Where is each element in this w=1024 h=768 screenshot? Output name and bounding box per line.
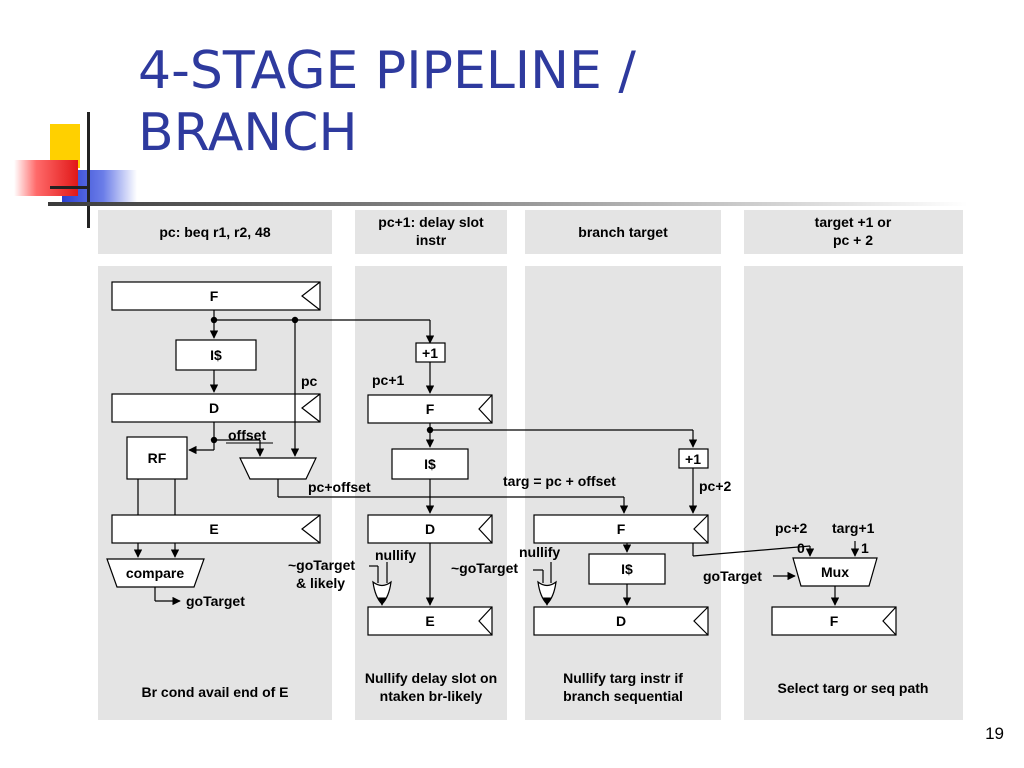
svg-text:+1: +1 [685, 451, 701, 467]
column-4-panel [744, 266, 963, 720]
col1-adder [239, 457, 317, 480]
svg-text:F: F [830, 613, 839, 629]
column-2-header-line-2: instr [416, 232, 447, 248]
col2-stage-e-register: E [367, 606, 493, 636]
col2-not-go-target-label: ~goTarget [288, 557, 355, 573]
svg-text:F: F [426, 401, 435, 417]
col3-pc-plus-2-label: pc+2 [699, 478, 732, 494]
col2-pc-plus-1-label: pc+1 [372, 372, 405, 388]
column-2-footer-line-1: Nullify delay slot on [365, 670, 497, 686]
svg-text:D: D [616, 613, 626, 629]
decoration-red-square [14, 160, 78, 196]
col3-icache-box: I$ [588, 553, 666, 585]
svg-text:F: F [210, 288, 219, 304]
col1-stage-e-register: E [111, 514, 321, 544]
col4-targ-plus-1-label: targ+1 [832, 520, 875, 536]
column-2-footer-line-2: ntaken br-likely [380, 688, 483, 704]
col1-go-target-label: goTarget [186, 593, 245, 609]
slide-number: 19 [985, 724, 1004, 743]
column-1-footer: Br cond avail end of E [141, 684, 288, 700]
col1-register-file-box: RF [126, 436, 188, 480]
col2-increment-box: +1 [415, 342, 446, 363]
col4-stage-f-register: F [771, 606, 897, 636]
col4-mux-input-0-label: 0 [797, 540, 805, 556]
col4-mux: Mux [792, 557, 878, 587]
col1-offset-label: offset [228, 427, 266, 443]
col2-or-gate [372, 580, 392, 605]
col2-nullify-label: nullify [375, 547, 416, 563]
svg-text:Mux: Mux [821, 564, 849, 580]
decoration-horizontal-line [50, 186, 90, 189]
col1-icache-box: I$ [175, 339, 257, 371]
col1-pc-plus-offset-label: pc+offset [308, 479, 371, 495]
col2-junction-dot [426, 426, 434, 434]
column-3-header-band [525, 210, 721, 254]
column-4-footer: Select targ or seq path [778, 680, 929, 696]
column-3-footer-line-2: branch sequential [563, 688, 683, 704]
col1-stage-d-register: D [111, 393, 321, 423]
col4-go-target-label: goTarget [703, 568, 762, 584]
svg-text:E: E [425, 613, 434, 629]
col1-wires [133, 310, 629, 606]
svg-text:D: D [209, 400, 219, 416]
svg-text:RF: RF [148, 450, 167, 466]
col4-pc-plus-2-label: pc+2 [775, 520, 808, 536]
svg-text:I$: I$ [621, 561, 633, 577]
svg-text:I$: I$ [424, 456, 436, 472]
column-3-panel [525, 266, 721, 720]
svg-text:F: F [617, 521, 626, 537]
title-rule [48, 202, 968, 206]
col3-increment-box: +1 [678, 448, 709, 469]
column-3-header: branch target [578, 224, 668, 240]
col3-not-go-target-label: ~goTarget [451, 560, 518, 576]
col1-compare-unit: compare [106, 558, 205, 588]
svg-text:+1: +1 [422, 345, 438, 361]
col3-stage-f-register: F [533, 514, 709, 544]
column-2-header-line-1: pc+1: delay slot [378, 214, 484, 230]
col3-stage-d-register: D [533, 606, 709, 636]
col2-stage-d-register: D [367, 514, 493, 544]
svg-text:I$: I$ [210, 347, 222, 363]
title-line-2: BRANCH [138, 103, 358, 163]
column-4-header-line-2: pc + 2 [833, 232, 873, 248]
col1-stage-f-register: F [111, 281, 321, 311]
column-3-footer-line-1: Nullify targ instr if [563, 670, 683, 686]
column-4-header-line-1: target +1 or [815, 214, 892, 230]
column-4-header-band [744, 210, 963, 254]
svg-text:D: D [425, 521, 435, 537]
col3-wires [533, 468, 815, 606]
col4-wires [773, 541, 860, 606]
column-1-header: pc: beq r1, r2, 48 [159, 224, 270, 240]
svg-text:E: E [209, 521, 218, 537]
svg-text:compare: compare [126, 565, 185, 581]
column-1-panel [98, 266, 332, 720]
title-line-1: 4-STAGE PIPELINE / [138, 41, 636, 101]
col3-targ-equation-label: targ = pc + offset [503, 473, 616, 489]
slide-title: 4-STAGE PIPELINE / BRANCH [138, 40, 636, 164]
col3-or-gate [537, 580, 557, 605]
column-2-header-band [355, 210, 507, 254]
col4-mux-input-1-label: 1 [861, 540, 869, 556]
column-2-panel [355, 266, 507, 720]
col2-stage-f-register: F [367, 394, 493, 424]
col3-nullify-label: nullify [519, 544, 560, 560]
col1-pc-label: pc [301, 373, 318, 389]
decoration-vertical-line [87, 112, 90, 228]
column-1-header-band [98, 210, 332, 254]
col2-icache-box: I$ [391, 448, 469, 480]
col1-junction-dots [210, 316, 299, 444]
col2-wires [369, 362, 698, 606]
col2-and-likely-label: & likely [296, 575, 345, 591]
